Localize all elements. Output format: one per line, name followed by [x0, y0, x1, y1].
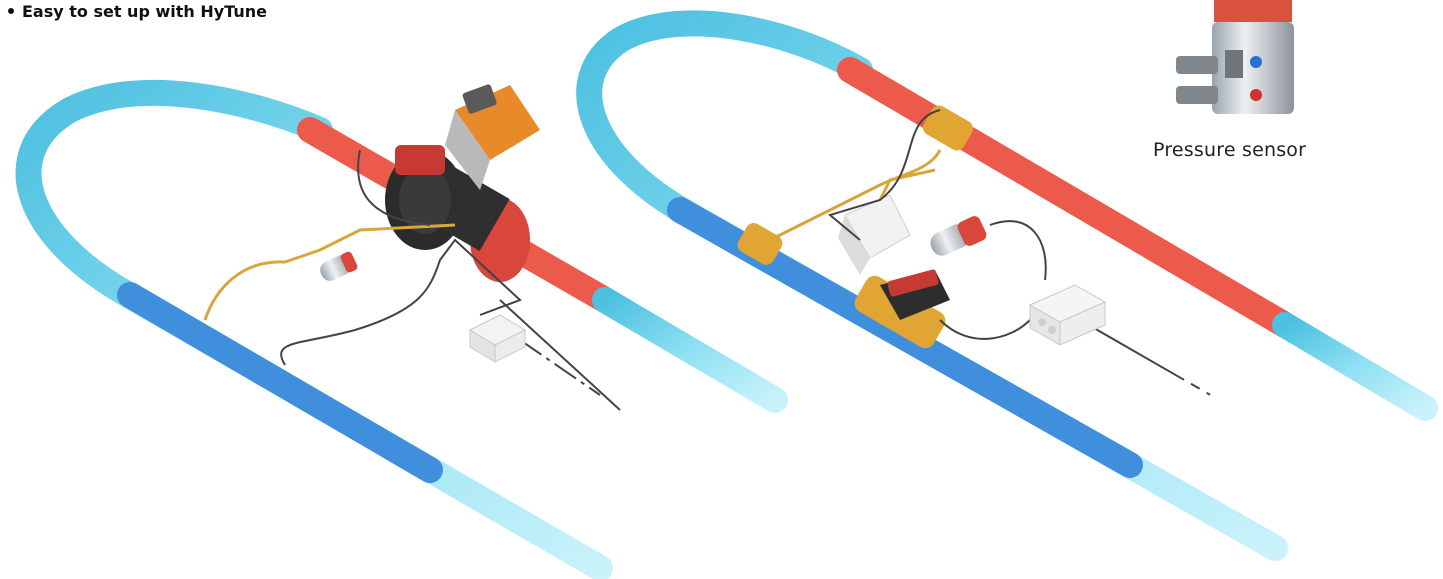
- left-return-pipe: [130, 295, 430, 470]
- right-outlet-water: [1285, 325, 1425, 408]
- pressure-sensor-caption: Pressure sensor: [1153, 139, 1343, 161]
- right-cable-tail: [1080, 320, 1240, 412]
- junction-box-icon: [470, 315, 525, 362]
- right-junction-box: [1030, 285, 1105, 345]
- left-pressure-sensor: [317, 250, 358, 283]
- right-pressure-sensor: [927, 214, 989, 259]
- right-system: [589, 23, 1425, 548]
- left-flanged-valve: [385, 84, 540, 282]
- left-cable-tail: [520, 340, 600, 395]
- left-outlet-water: [605, 300, 775, 400]
- left-system: [29, 84, 775, 568]
- pressure-sensor-icon: [1176, 0, 1294, 114]
